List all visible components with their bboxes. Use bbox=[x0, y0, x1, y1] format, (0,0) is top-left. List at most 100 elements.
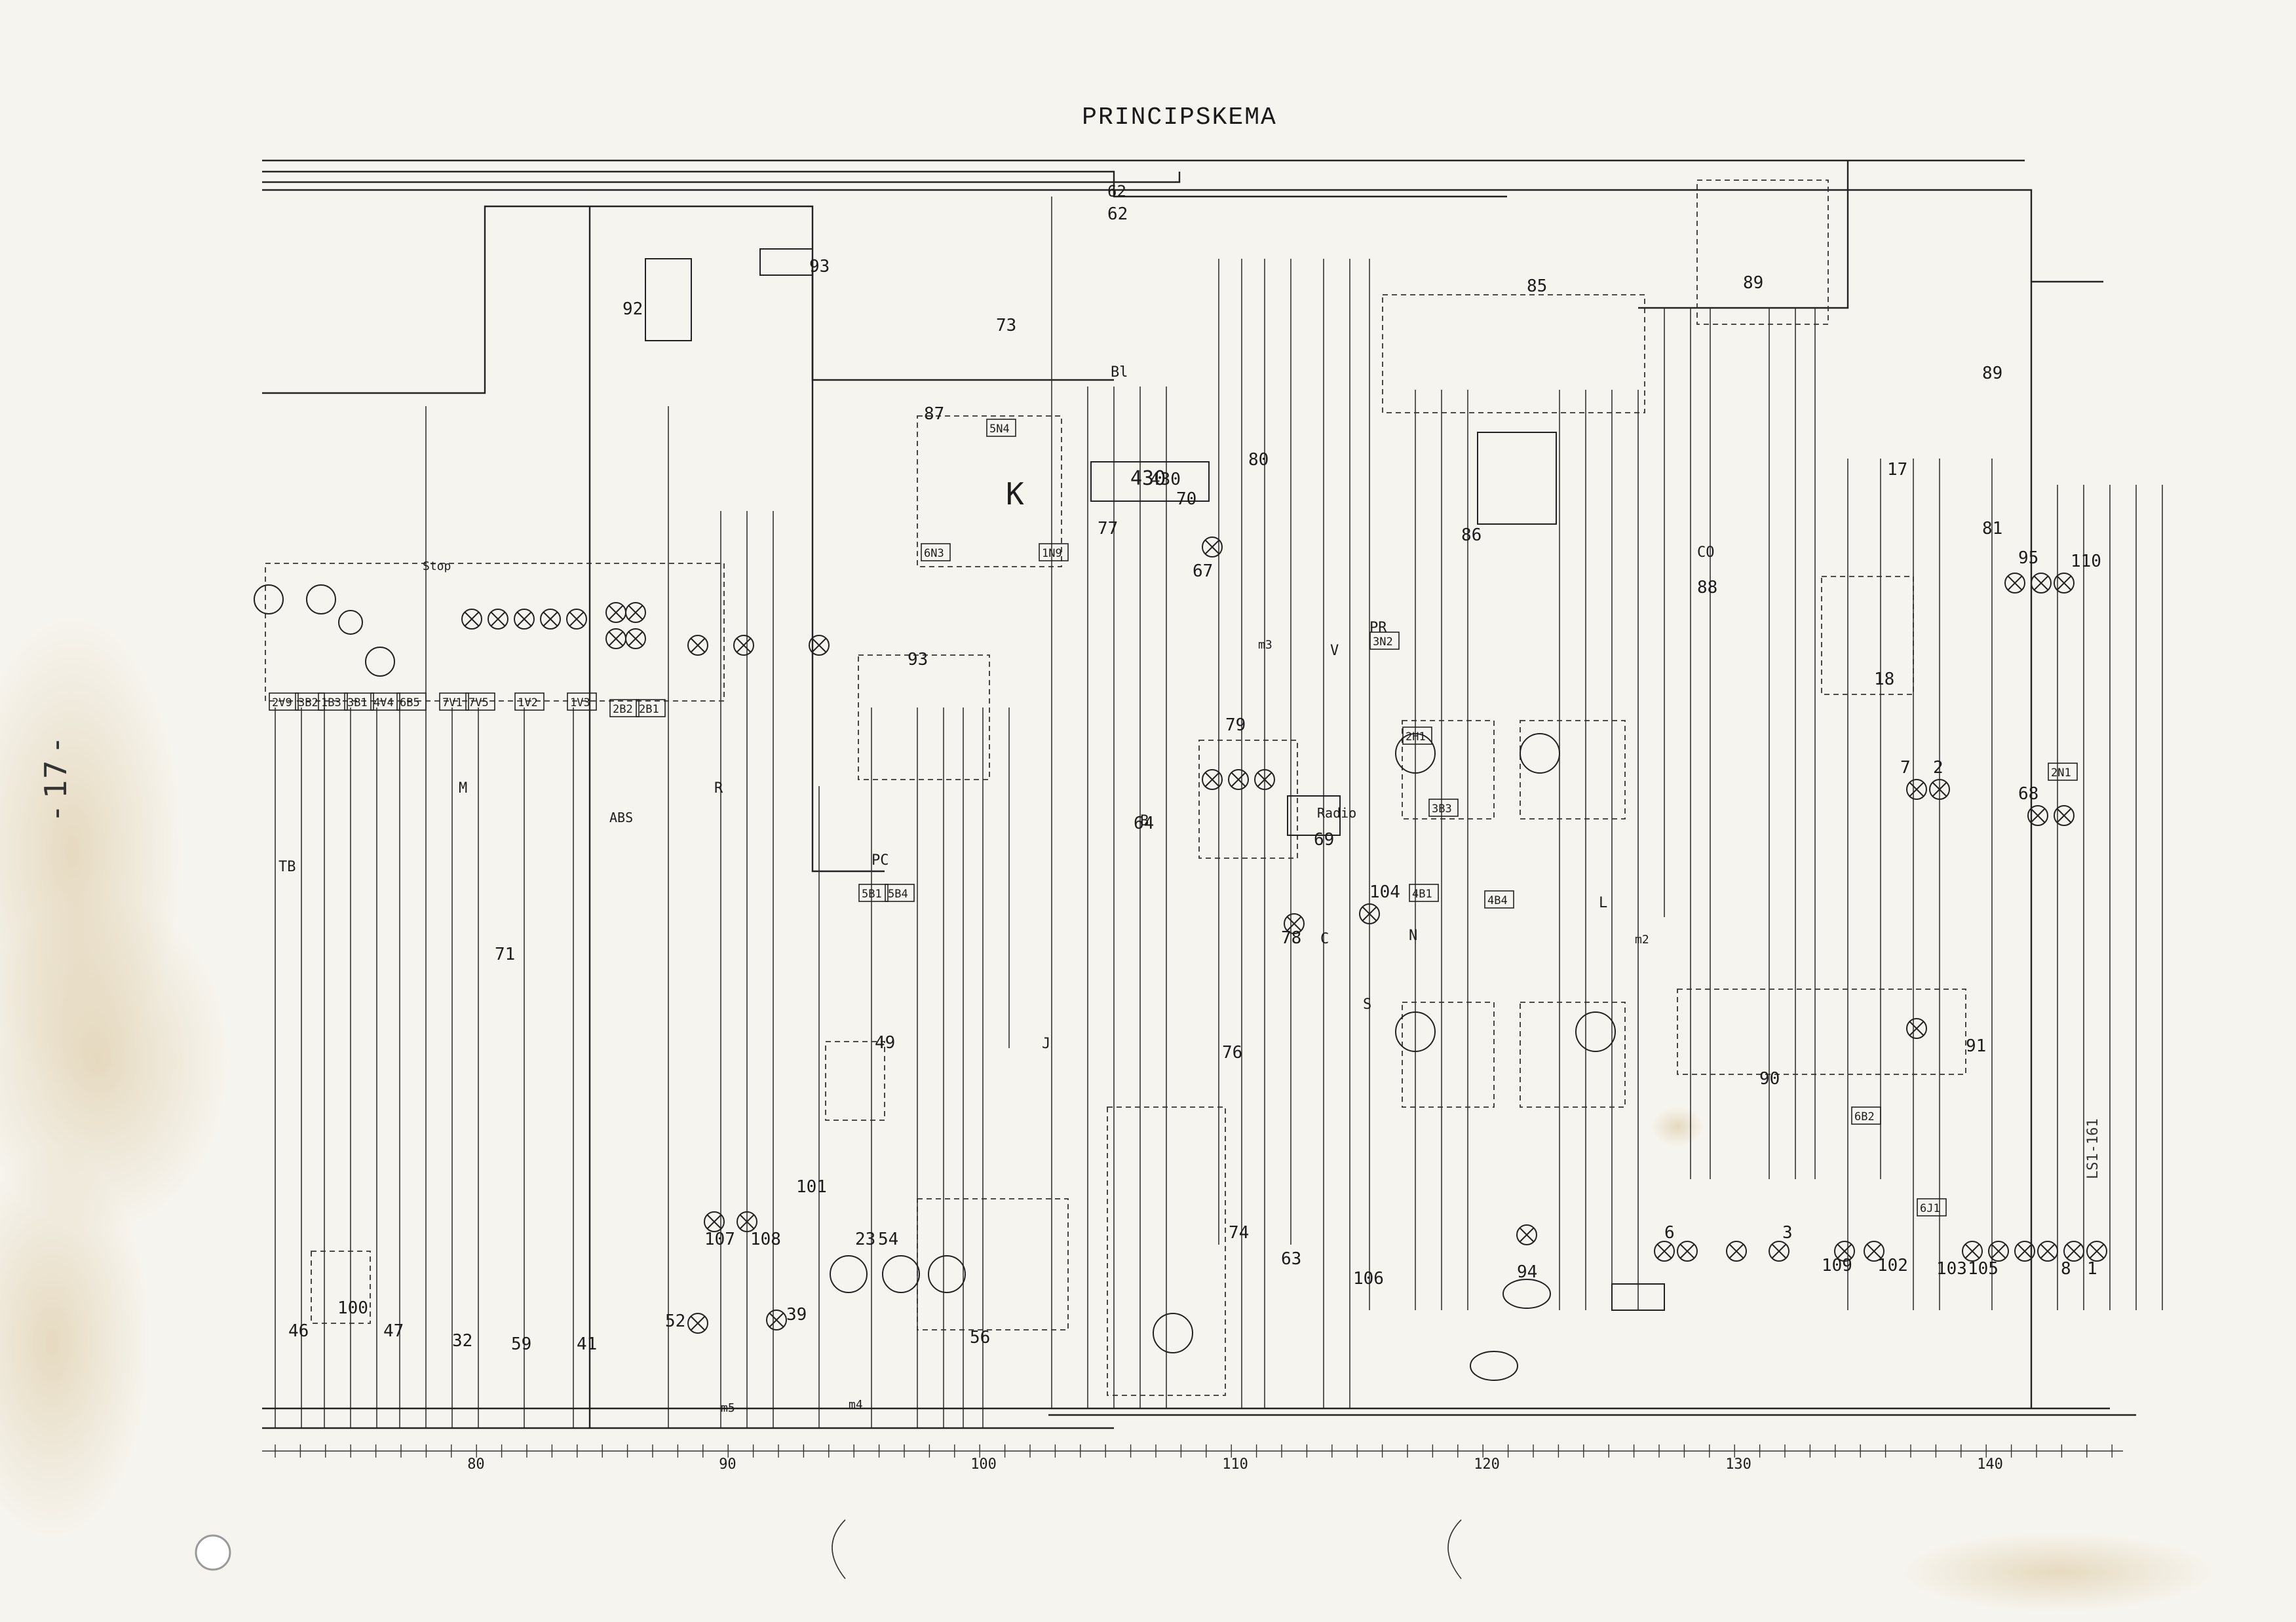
component-label-17: 17 bbox=[1887, 460, 1907, 480]
component-label-88: 88 bbox=[1697, 578, 1717, 597]
component-label-39: 39 bbox=[786, 1305, 807, 1325]
component-label-8: 8 bbox=[2061, 1259, 2071, 1279]
connector-box bbox=[2048, 763, 2078, 781]
connector-code: 6B2 bbox=[1854, 1110, 1875, 1123]
wire-code-s: S bbox=[1363, 996, 1371, 1013]
component-label-64: 64 bbox=[1134, 814, 1154, 833]
component-label-106: 106 bbox=[1353, 1269, 1384, 1289]
lamp-icon bbox=[2031, 573, 2052, 594]
component-label-46: 46 bbox=[288, 1321, 309, 1341]
wire-code-j: J bbox=[1042, 1036, 1050, 1052]
connector-code: 3B2 bbox=[298, 696, 318, 709]
lamp-icon bbox=[737, 1211, 757, 1232]
component-label-ABS: ABS bbox=[609, 810, 633, 825]
component-label-90: 90 bbox=[1759, 1069, 1780, 1089]
lamp-icon bbox=[2054, 573, 2075, 594]
component-label-86: 86 bbox=[1461, 525, 1482, 545]
component-label-52: 52 bbox=[665, 1311, 685, 1331]
connector-box bbox=[1039, 543, 1069, 561]
connector-code: 4B4 bbox=[1487, 894, 1508, 907]
wire-code-b: B bbox=[1140, 813, 1149, 829]
connector-box bbox=[344, 692, 374, 711]
component-label-89a: 89 bbox=[1743, 273, 1763, 293]
lamp-icon bbox=[1359, 903, 1380, 924]
wire-code-tb: TB bbox=[278, 859, 296, 875]
connector-box bbox=[1917, 1198, 1947, 1216]
lamp-icon bbox=[1677, 1241, 1698, 1262]
component-label-68: 68 bbox=[2018, 784, 2038, 804]
component-label-79: 79 bbox=[1225, 715, 1246, 735]
lamp-icon bbox=[605, 628, 626, 649]
component-label-87: 87 bbox=[924, 404, 944, 424]
connector-code: 1V3 bbox=[570, 696, 590, 709]
lamp-symbols bbox=[461, 537, 2107, 1334]
component-label-430: 430 bbox=[1150, 470, 1181, 489]
lamp-icon bbox=[1929, 779, 1950, 800]
ruler-label: 120 bbox=[1474, 1456, 1500, 1473]
ground-label-m2: m2 bbox=[1635, 933, 1649, 947]
page-title: PRINCIPSKEMA bbox=[1082, 104, 1277, 132]
lamp-icon bbox=[1769, 1241, 1789, 1262]
wire-code-c: C bbox=[1320, 931, 1329, 947]
fuse-label: 62 bbox=[1107, 182, 1126, 200]
connector-box bbox=[1402, 726, 1432, 745]
lamp-icon bbox=[1906, 779, 1927, 800]
wire-code-pc: PC bbox=[871, 852, 889, 869]
lamp-icon bbox=[1962, 1241, 1983, 1262]
component-label-89b: 89 bbox=[1982, 364, 2002, 383]
connector-code: 2V9 bbox=[272, 696, 292, 709]
component-label-59: 59 bbox=[511, 1334, 531, 1354]
connector-box bbox=[1409, 884, 1439, 902]
component-label-54: 54 bbox=[878, 1230, 898, 1249]
connector-box bbox=[1851, 1106, 1881, 1125]
connector-box bbox=[514, 692, 545, 711]
component-label-3: 3 bbox=[1782, 1223, 1793, 1243]
component-label-85: 85 bbox=[1527, 276, 1547, 296]
connector-box bbox=[1428, 799, 1459, 817]
lamp-icon bbox=[2063, 1241, 2084, 1262]
wire-code-l: L bbox=[1599, 895, 1607, 911]
component-label-92: 92 bbox=[622, 299, 643, 319]
component-label-107: 107 bbox=[704, 1230, 735, 1249]
component-label-62: 62 bbox=[1107, 204, 1128, 224]
lamp-icon bbox=[605, 602, 626, 623]
ruler-label: 90 bbox=[719, 1456, 737, 1473]
connector-code: 5B4 bbox=[888, 888, 908, 901]
component-label-91: 91 bbox=[1966, 1036, 1986, 1056]
lamp-icon bbox=[1202, 537, 1223, 557]
ruler-label: 80 bbox=[467, 1456, 485, 1473]
connector-code: 3B3 bbox=[1432, 802, 1452, 816]
gauge-symbols bbox=[254, 584, 395, 677]
lamp-icon bbox=[2004, 573, 2025, 594]
connector-code: 6J1 bbox=[1920, 1202, 1940, 1215]
connector-box bbox=[269, 692, 299, 711]
lamp-icon bbox=[2027, 805, 2048, 826]
connector-box bbox=[465, 692, 495, 711]
lamp-icon bbox=[1726, 1241, 1747, 1262]
component-label-78: 78 bbox=[1281, 928, 1301, 948]
wire-code-n: N bbox=[1409, 928, 1417, 944]
connector-box bbox=[567, 692, 597, 711]
lamp-icon bbox=[1906, 1018, 1927, 1039]
connector-code: 7V5 bbox=[469, 696, 489, 709]
component-label-108: 108 bbox=[750, 1230, 781, 1249]
wire-code-co: CO bbox=[1697, 544, 1715, 561]
lamp-icon bbox=[687, 1313, 708, 1334]
wire-code-r: R bbox=[714, 780, 723, 797]
connector-box bbox=[986, 419, 1016, 437]
wire-code-v: V bbox=[1330, 643, 1339, 659]
component-label-70: 70 bbox=[1176, 489, 1196, 509]
connector-code: 5N4 bbox=[989, 423, 1010, 436]
connector-code: 2B2 bbox=[613, 703, 633, 716]
ruler-label: 130 bbox=[1725, 1456, 1751, 1473]
connector-box bbox=[396, 692, 427, 711]
component-label-69: 69 bbox=[1314, 830, 1334, 850]
component-label-18: 18 bbox=[1874, 670, 1894, 689]
lamp-icon bbox=[488, 609, 508, 630]
component-label-80a: 80 bbox=[1248, 450, 1269, 470]
connector-code: 3N2 bbox=[1373, 635, 1393, 649]
